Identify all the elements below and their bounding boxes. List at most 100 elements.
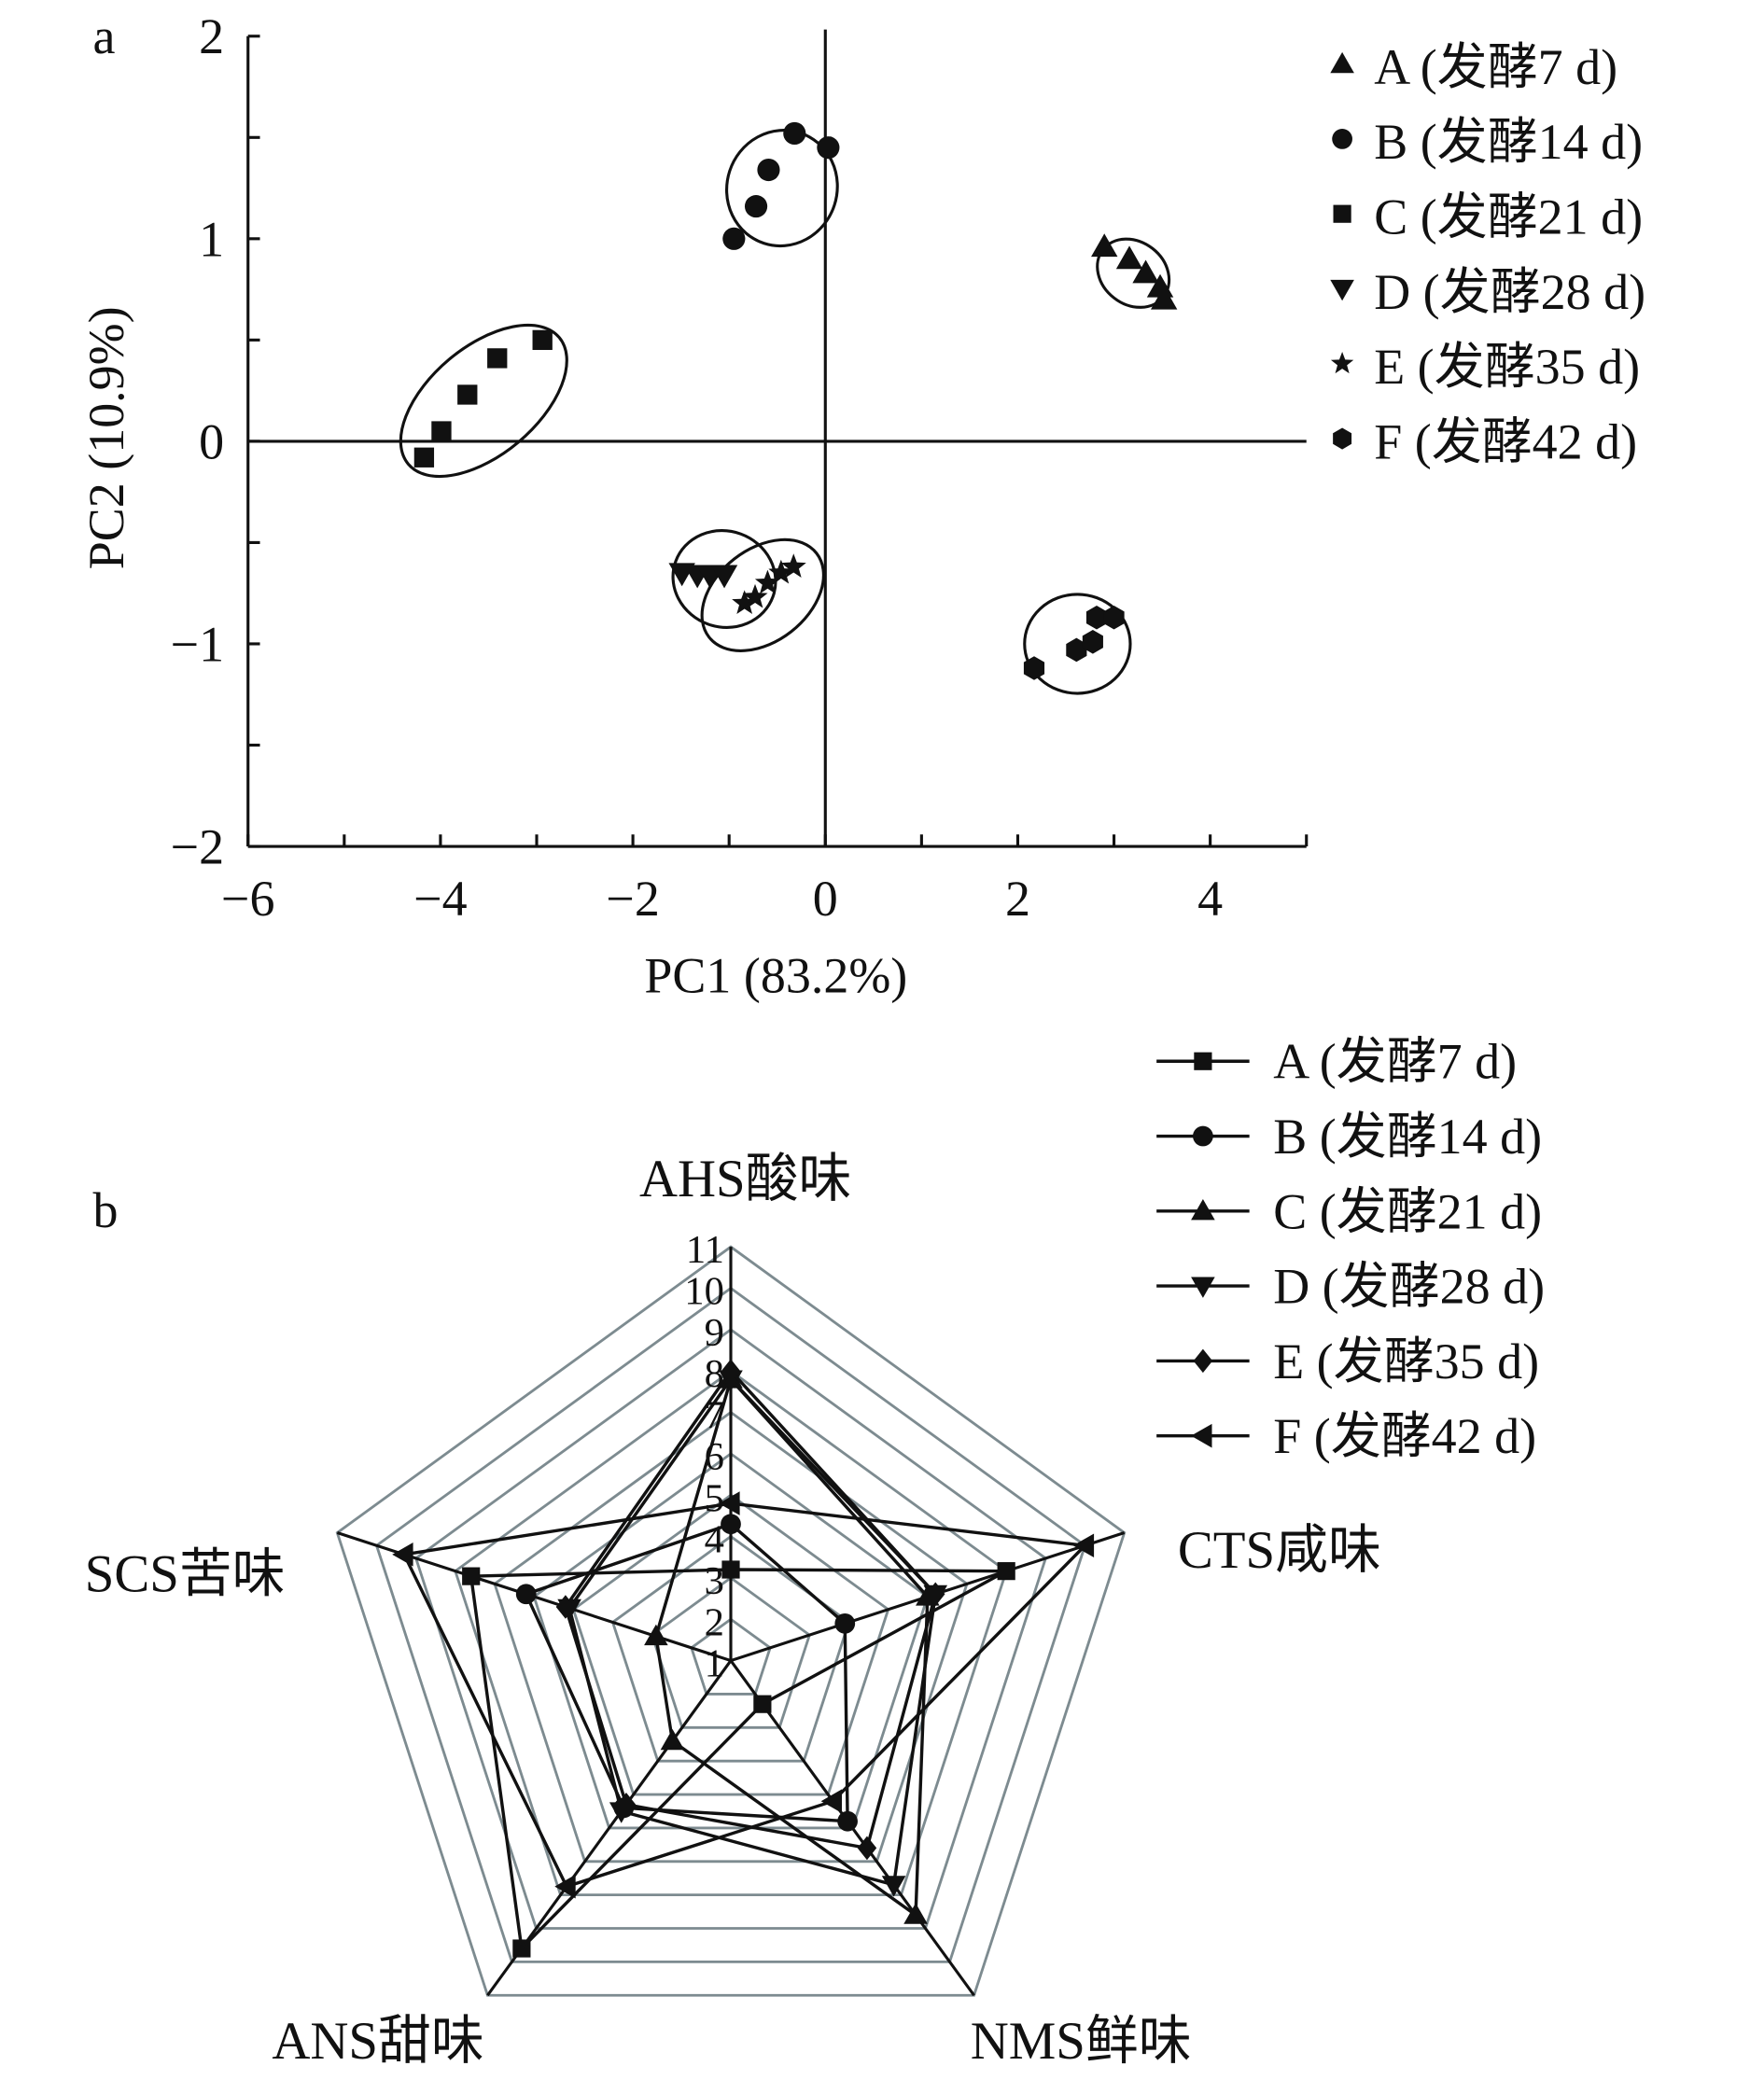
data-point-a [1091,233,1118,258]
r-tick-label: 9 [705,1311,724,1355]
legend-label: D (发酵28 d) [1374,264,1645,320]
r-tick-label: 7 [705,1394,724,1438]
data-point-f [1085,605,1108,630]
legend-label: E (发酵35 d) [1273,1333,1539,1389]
series-line-c [654,1375,930,1919]
legend-marker [1191,1199,1215,1221]
data-point-e [742,583,768,608]
data-point-f [392,1543,413,1567]
data-point-a [512,1939,531,1958]
r-tick-label: 2 [705,1600,724,1644]
x-tick-label: −2 [606,871,659,927]
legend-label: C (发酵21 d) [1374,189,1643,245]
data-point-b [515,1584,537,1605]
y-tick-label: −1 [171,616,224,672]
legend-marker [1194,1052,1212,1070]
x-tick-label: 2 [1005,871,1030,927]
data-point-b [817,136,840,160]
data-point-f [1023,656,1045,680]
y-tick-label: 2 [199,8,224,64]
legend-marker [1330,279,1354,301]
grid-ring [493,1410,969,1864]
r-tick-label: 10 [684,1270,724,1314]
cluster-ellipse [399,323,568,479]
data-point-c [431,421,452,441]
data-point-a [462,1567,481,1585]
panel-label-b: b [92,1182,118,1238]
data-point-b [722,227,746,250]
legend-label: A (发酵7 d) [1374,39,1617,95]
data-point-a [1132,259,1159,284]
grid-ring [335,1245,1127,1997]
series-line-a [469,1568,1007,1952]
data-point-a [1150,286,1178,310]
data-point-e [768,559,794,584]
data-point-b [834,1612,856,1634]
radar-axis-label: CTS咸味 [1178,1521,1381,1580]
x-tick-label: 0 [813,871,838,927]
data-point-b [721,1514,741,1535]
data-point-f [820,1789,843,1813]
data-point-b [837,1810,858,1832]
data-point-f [1082,630,1103,654]
legend-label: A (发酵7 d) [1273,1034,1517,1090]
y-tick-label: 1 [199,211,224,267]
series-line-f [401,1501,1089,1889]
grid-ring [690,1617,772,1696]
r-tick-label: 11 [686,1228,724,1272]
legend-label: E (发酵35 d) [1374,339,1640,395]
legend-marker [1191,1277,1215,1298]
x-tick-label: −6 [221,871,274,927]
data-point-a [1115,245,1143,270]
r-tick-label: 1 [705,1642,724,1686]
data-point-c [660,1728,685,1751]
legend-marker [1333,204,1351,223]
data-point-b [757,158,780,182]
y-tick-label: 0 [199,413,224,469]
data-point-c [532,329,553,351]
legend-marker [1191,1423,1212,1448]
radar-axis-label: SCS苦味 [85,1545,286,1604]
grid-ring [571,1493,890,1796]
grid-ring [413,1328,1048,1930]
data-point-d [710,565,738,589]
legend-label: F (发酵42 d) [1374,413,1637,469]
data-point-e [732,590,758,615]
data-point-c [903,1903,928,1924]
data-point-c [457,384,478,405]
panel-label-a: a [92,8,115,64]
x-tick-label: −4 [413,871,467,927]
data-point-e [721,1359,741,1383]
data-point-a [753,1695,772,1713]
data-point-d [881,1876,906,1897]
legend-marker [1193,1348,1213,1374]
x-axis-title: PC1 (83.2%) [644,947,907,1003]
legend-label: D (发酵28 d) [1273,1259,1545,1315]
legend-label: F (发酵42 d) [1273,1408,1536,1464]
data-point-e [926,1582,945,1607]
legend-marker [1333,427,1352,450]
cluster-ellipse [671,529,777,629]
legend-label: B (发酵14 d) [1374,114,1643,170]
radar-axis-label: AHS酸味 [639,1150,851,1208]
data-point-f [1072,1533,1095,1558]
cluster-ellipse [1023,593,1132,695]
radar-panel: b 1234567891011AHS酸味CTS咸味NMS鲜味ANS甜味SCS苦味… [85,1034,1545,2071]
legend-marker [1332,129,1352,149]
y-axis-title: PC2 (10.9%) [78,306,134,569]
y-tick-label: −2 [171,819,224,875]
cluster-ellipse [700,537,825,652]
series-line-b [524,1522,849,1823]
data-point-f [1066,637,1087,663]
data-point-a [721,1560,740,1579]
data-point-f [554,1874,576,1899]
data-point-c [413,447,435,468]
radar-axis-label: ANS甜味 [272,2012,483,2071]
legend-marker [1193,1125,1213,1147]
data-point-f [719,1491,740,1515]
data-point-a [997,1562,1015,1581]
radar-axis-label: NMS鲜味 [971,2012,1192,2071]
legend-marker [1330,351,1354,374]
data-point-e [780,553,806,578]
